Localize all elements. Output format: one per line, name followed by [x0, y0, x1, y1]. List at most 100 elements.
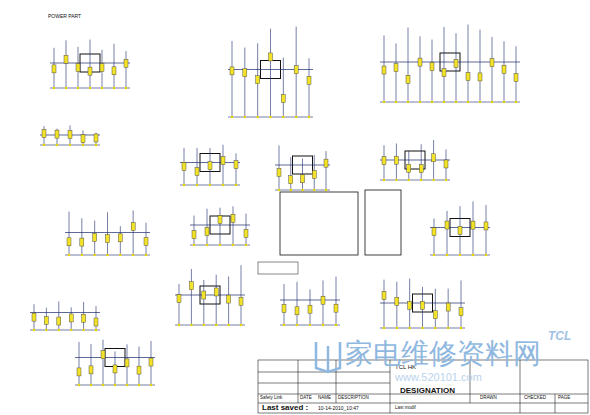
component-symbol: [442, 69, 446, 77]
component-symbol: [100, 64, 104, 72]
junction-dot: [283, 324, 286, 327]
component-symbol: [418, 58, 422, 66]
junction-dot: [196, 184, 199, 187]
component-symbol: [421, 301, 425, 309]
junction-dot: [443, 101, 446, 104]
wire: [492, 37, 493, 102]
component-symbol: [69, 314, 73, 322]
component-symbol: [80, 238, 84, 246]
junction-dot: [65, 87, 68, 90]
shield-box: [365, 190, 401, 255]
component-symbol: [433, 311, 437, 319]
junction-dot: [256, 116, 259, 119]
wire: [103, 340, 104, 385]
title-block-text: DESIGNATION: [400, 387, 455, 395]
wire: [179, 284, 180, 325]
junction-dot: [101, 87, 104, 90]
wire: [290, 157, 291, 190]
ground-wire: [65, 255, 150, 256]
junction-dot: [301, 189, 304, 192]
junction-dot: [95, 329, 98, 332]
component-symbol: [177, 295, 181, 303]
wire: [69, 212, 70, 255]
component-symbol: [382, 157, 386, 165]
ground-wire: [50, 88, 130, 89]
junction-dot: [396, 327, 399, 330]
component-symbol: [64, 55, 68, 63]
junction-dot: [408, 179, 411, 182]
component-symbol: [88, 67, 92, 75]
wire: [114, 44, 115, 88]
ground-wire: [190, 245, 250, 246]
wire: [91, 344, 92, 385]
junction-dot: [383, 179, 386, 182]
component-symbol: [466, 72, 470, 80]
wire: [279, 145, 280, 190]
component-symbol: [478, 73, 482, 81]
junction-dot: [68, 254, 71, 257]
component-symbol: [42, 129, 46, 137]
component-symbol: [182, 162, 186, 170]
component-symbol: [231, 214, 235, 222]
junction-dot: [95, 144, 98, 147]
ground-wire: [380, 102, 520, 103]
junction-dot: [203, 324, 206, 327]
title-block-text: Last saved :: [262, 404, 308, 412]
component-symbol: [321, 296, 325, 304]
title-block-text: DESCRIPTION: [338, 396, 369, 401]
wire: [30, 312, 100, 313]
junction-dot: [69, 144, 72, 147]
junction-dot: [395, 179, 398, 182]
component-symbol: [149, 358, 153, 366]
component-symbol: [277, 168, 281, 176]
component-symbol: [282, 304, 286, 312]
wire: [444, 27, 445, 102]
ground-wire: [30, 330, 100, 331]
watermark-logo: [316, 342, 340, 372]
junction-dot: [455, 101, 458, 104]
ground-wire: [275, 190, 330, 191]
junction-dot: [420, 179, 423, 182]
title-block-text: PAGE: [558, 396, 570, 401]
wire: [408, 27, 409, 102]
component-symbol: [113, 365, 117, 373]
junction-dot: [447, 327, 450, 330]
component-symbol: [419, 165, 423, 173]
component-symbol: [192, 231, 196, 239]
wire: [233, 206, 234, 245]
junction-dot: [150, 384, 153, 387]
ground-wire: [380, 180, 450, 181]
component-symbol: [234, 161, 238, 169]
component-symbol: [407, 164, 411, 172]
junction-dot: [209, 184, 212, 187]
component-symbol: [205, 228, 209, 236]
component-symbol: [312, 170, 316, 178]
component-symbol: [295, 307, 299, 315]
component-symbol: [82, 314, 86, 322]
component-symbol: [281, 94, 285, 102]
ground-wire: [228, 117, 313, 118]
junction-dot: [70, 329, 73, 332]
junction-dot: [431, 101, 434, 104]
junction-dot: [106, 254, 109, 257]
wire: [336, 277, 337, 325]
wire: [126, 51, 127, 88]
component-symbol: [55, 130, 59, 138]
junction-dot: [81, 254, 84, 257]
title-block-text: DATE: [300, 396, 312, 401]
component-symbol: [125, 359, 129, 367]
junction-dot: [491, 101, 494, 104]
junction-dot: [313, 189, 316, 192]
component-symbol: [430, 63, 434, 71]
component-symbol: [68, 131, 72, 139]
wire: [232, 41, 233, 117]
junction-dot: [82, 329, 85, 332]
junction-dot: [335, 324, 338, 327]
component-symbol: [94, 134, 98, 142]
wire: [384, 280, 385, 328]
shield-box: [280, 192, 358, 255]
ground-wire: [180, 185, 240, 186]
junction-dot: [269, 116, 272, 119]
component-symbol: [131, 223, 135, 231]
component-symbol: [502, 65, 506, 73]
